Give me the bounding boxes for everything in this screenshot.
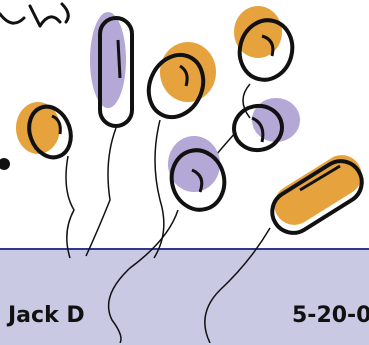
balloon-purple-low <box>107 136 227 343</box>
balloon-purple-mid <box>211 98 300 161</box>
balloon-orange-top <box>234 6 295 119</box>
balloon-orange-left <box>16 102 75 259</box>
date-label: 5-20-0 <box>292 303 369 328</box>
balloon-orange-long <box>204 155 364 343</box>
balloon-orange-center <box>146 42 216 259</box>
dot-mark <box>0 158 10 170</box>
footer-band <box>0 248 369 345</box>
headline-lettering <box>0 2 70 28</box>
student-name: Jack D <box>8 303 85 328</box>
balloon-purple-tall <box>85 12 134 257</box>
